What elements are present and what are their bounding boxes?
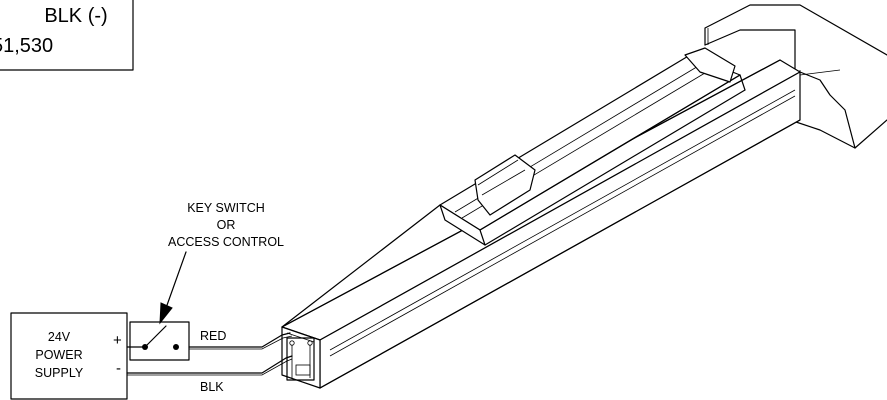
wire-red: RED	[126, 329, 293, 350]
polarity-plus: +	[113, 332, 122, 349]
exit-device-drawing	[281, 4, 887, 389]
touch-bar	[439, 47, 746, 246]
wire-blk-label: BLK	[200, 380, 224, 394]
wire-blk: BLK	[126, 355, 293, 394]
power-supply-line-1: 24V	[48, 330, 71, 344]
power-supply: 24V POWER SUPPLY + -	[10, 312, 128, 400]
wire-red-label: RED	[200, 329, 226, 343]
switch-label: KEY SWITCH OR ACCESS CONTROL	[168, 201, 284, 249]
note-line-1: BLK (-)	[44, 5, 107, 27]
power-supply-line-2: POWER	[35, 348, 82, 362]
key-switch	[129, 321, 190, 361]
switch-pointer-arrow	[159, 251, 187, 325]
rail-body	[281, 59, 801, 389]
note-line-2: 51,530	[0, 35, 53, 57]
polarity-minus: -	[116, 360, 121, 377]
switch-label-line-2: OR	[217, 218, 236, 232]
switch-contact-right	[173, 344, 179, 350]
switch-label-line-1: KEY SWITCH	[187, 201, 265, 215]
switch-label-line-3: ACCESS CONTROL	[168, 235, 284, 249]
power-supply-line-3: SUPPLY	[35, 366, 84, 380]
note-box: BLK (-) 51,530	[0, 0, 134, 71]
